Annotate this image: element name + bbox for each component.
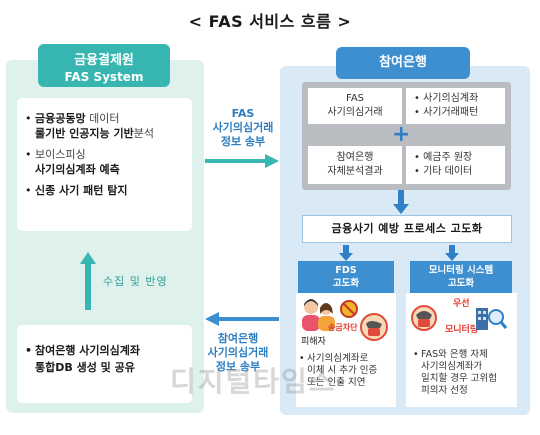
monitor-magnifier-icon (476, 308, 508, 330)
shared-db-box: •참여은행 사기의심계좌 통합DB 생성 및 공유 (17, 325, 192, 403)
fas-data-box: FAS 사기의심거래 (308, 88, 402, 124)
victim-icon (302, 299, 335, 331)
feature-item: • 신종 사기 패턴 탐지 (25, 184, 128, 197)
right-arrow-icon (205, 154, 279, 168)
up-arrow-icon (80, 252, 96, 310)
plus-icon: + (392, 122, 411, 147)
no-entry-icon (340, 300, 358, 318)
page-title: < FAS 서비스 흐름 > (188, 12, 352, 31)
bank-analysis-box: 참여은행 자체분석결과 (308, 146, 402, 184)
fraud-prevention-box: 금융사기 예방 프로세스 고도화 (302, 215, 512, 243)
watermark: 디지털타임스 (170, 365, 337, 398)
fds-notes: •사기의심계좌로 이체 시 추가 인증 또는 인출 지연 (299, 353, 378, 388)
monitoring-header: 모니터링 시스템 고도화 (410, 261, 512, 293)
bank-to-fas-label: 참여은행 사기의심거래 정보 송부 (207, 332, 269, 373)
down-arrow-icon (445, 245, 459, 261)
fds-header: FDS 고도화 (298, 261, 394, 293)
phone-fraud-icon (360, 313, 388, 341)
fas-header-line2: FAS System (64, 70, 144, 84)
phone-alert-icon (411, 305, 437, 331)
victim-label: 피해자 (301, 337, 326, 347)
priority-label: 우선 (453, 299, 470, 309)
collect-reflect-label: 수집 및 반영 (103, 275, 168, 288)
fas-data-list: • 사기의심계좌 • 사기거래패턴 (406, 88, 505, 124)
bank-header: 참여은행 (336, 47, 470, 79)
fas-header-line1: 금융결제원 (74, 53, 134, 68)
monitoring-notes: •FAS와 은행 자체 사기의심계좌가 일치할 경우 고위험 피의자 선정 (413, 349, 497, 396)
down-arrow-icon (339, 245, 353, 261)
fas-features-box: • 금융공동망 데이터 룰기반 인공지능 기반분석 • 보이스피싱 사기의심계좌… (17, 98, 192, 231)
fas-to-bank-label: FAS 사기의심거래 정보 송부 (212, 107, 274, 148)
block-transfer-label: 송금차단 (328, 323, 358, 332)
down-arrow-icon (393, 190, 409, 214)
feature-item: • 보이스피싱 사기의심계좌 예측 (25, 148, 120, 176)
fas-system-header: 금융결제원 FAS System (38, 44, 170, 87)
monitoring-label: 모니터링 (445, 325, 479, 335)
bank-data-list: • 예금주 원장 • 기타 데이터 (406, 146, 505, 184)
left-arrow-icon (205, 312, 279, 326)
feature-item: • 금융공동망 데이터 룰기반 인공지능 기반분석 (25, 112, 154, 140)
